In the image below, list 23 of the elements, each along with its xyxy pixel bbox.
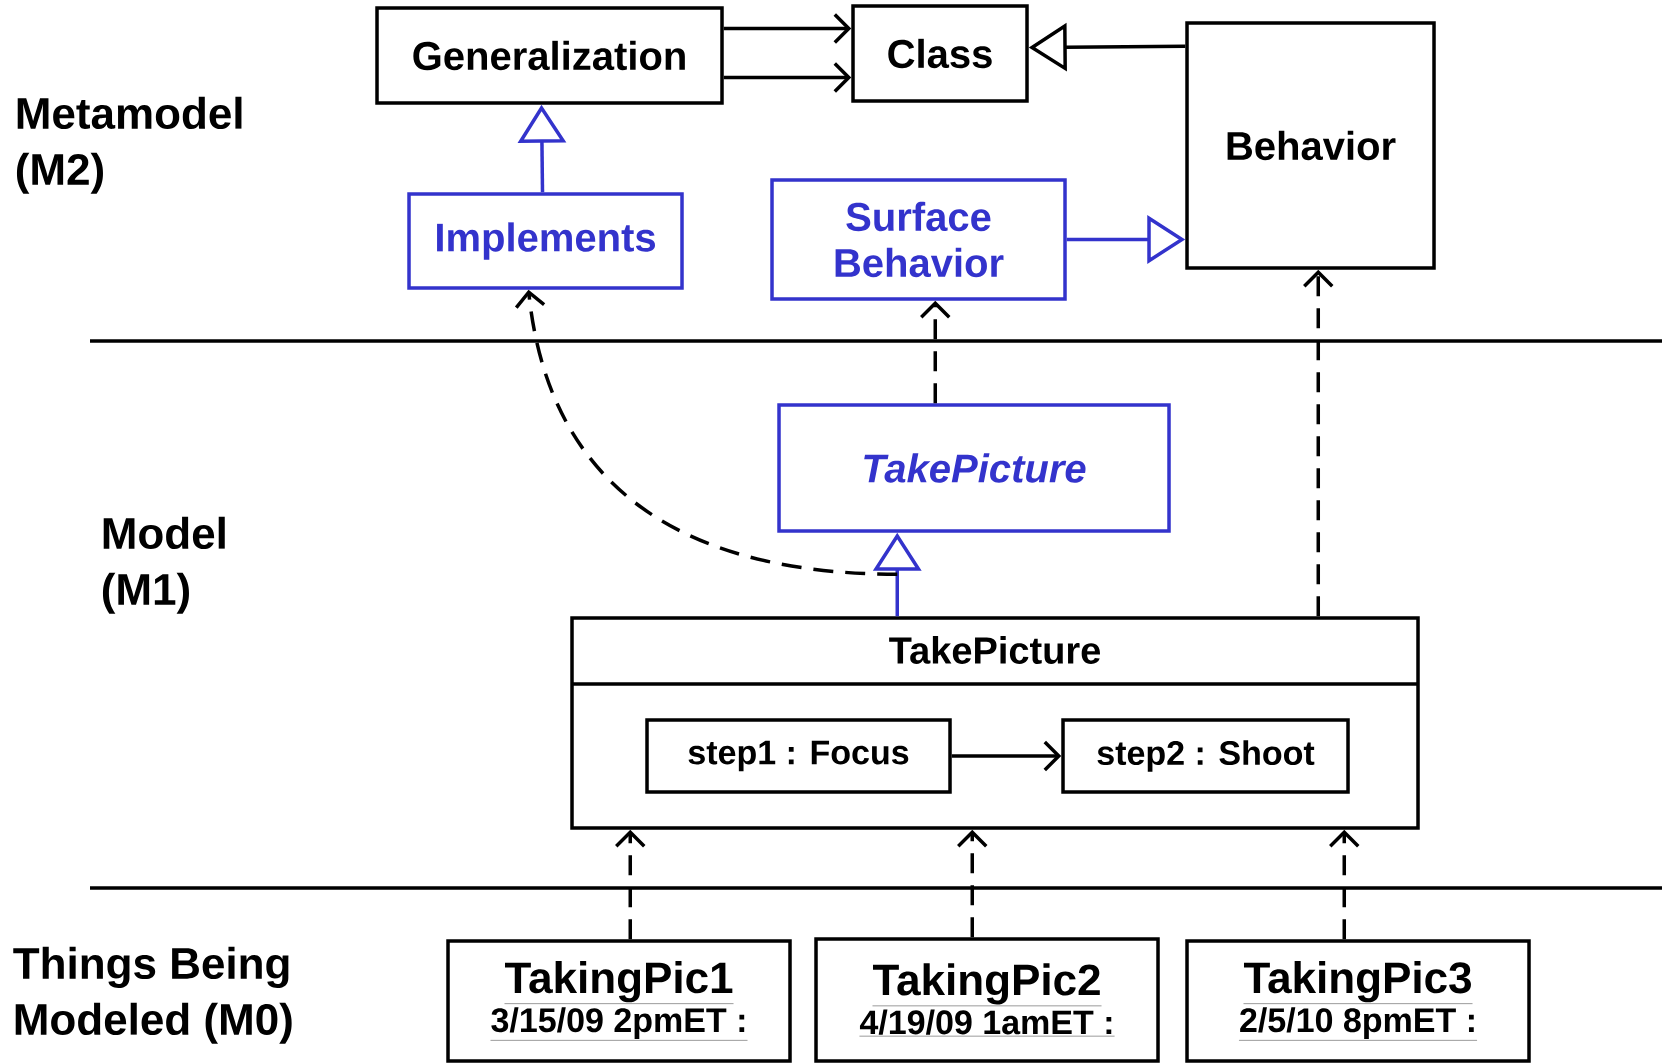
arrow: [615, 829, 646, 940]
class-box: Class: [851, 4, 1029, 103]
class-box: Surface Behavior: [770, 178, 1067, 301]
class-box: step1 : Focus: [645, 718, 952, 794]
arrow: [1329, 829, 1360, 940]
level-label: Things Being Modeled (M0): [13, 946, 292, 1044]
arrow: [514, 289, 898, 576]
arrow: [951, 740, 1062, 772]
arrow: [723, 62, 852, 93]
object-box: TakingPic3 2/5/10 8pmET :: [1185, 939, 1531, 1063]
arrow: [920, 300, 951, 404]
object-box: TakingPic2 4/19/09 1amET :: [814, 937, 1160, 1063]
arrow: [957, 829, 988, 938]
arrow: [723, 13, 852, 44]
object-box: TakingPic1 3/15/09 2pmET :: [446, 939, 792, 1063]
level-label: Model (M1): [102, 516, 225, 614]
class-box: Behavior: [1185, 21, 1436, 270]
class-box: Implements: [407, 192, 684, 290]
arrow: [1303, 269, 1334, 617]
class-box: Generalization: [375, 6, 724, 105]
level-label: Metamodel (M2): [16, 96, 242, 194]
class-box: step2 : Shoot: [1061, 718, 1350, 794]
class-box: TakePicture: [777, 403, 1171, 533]
